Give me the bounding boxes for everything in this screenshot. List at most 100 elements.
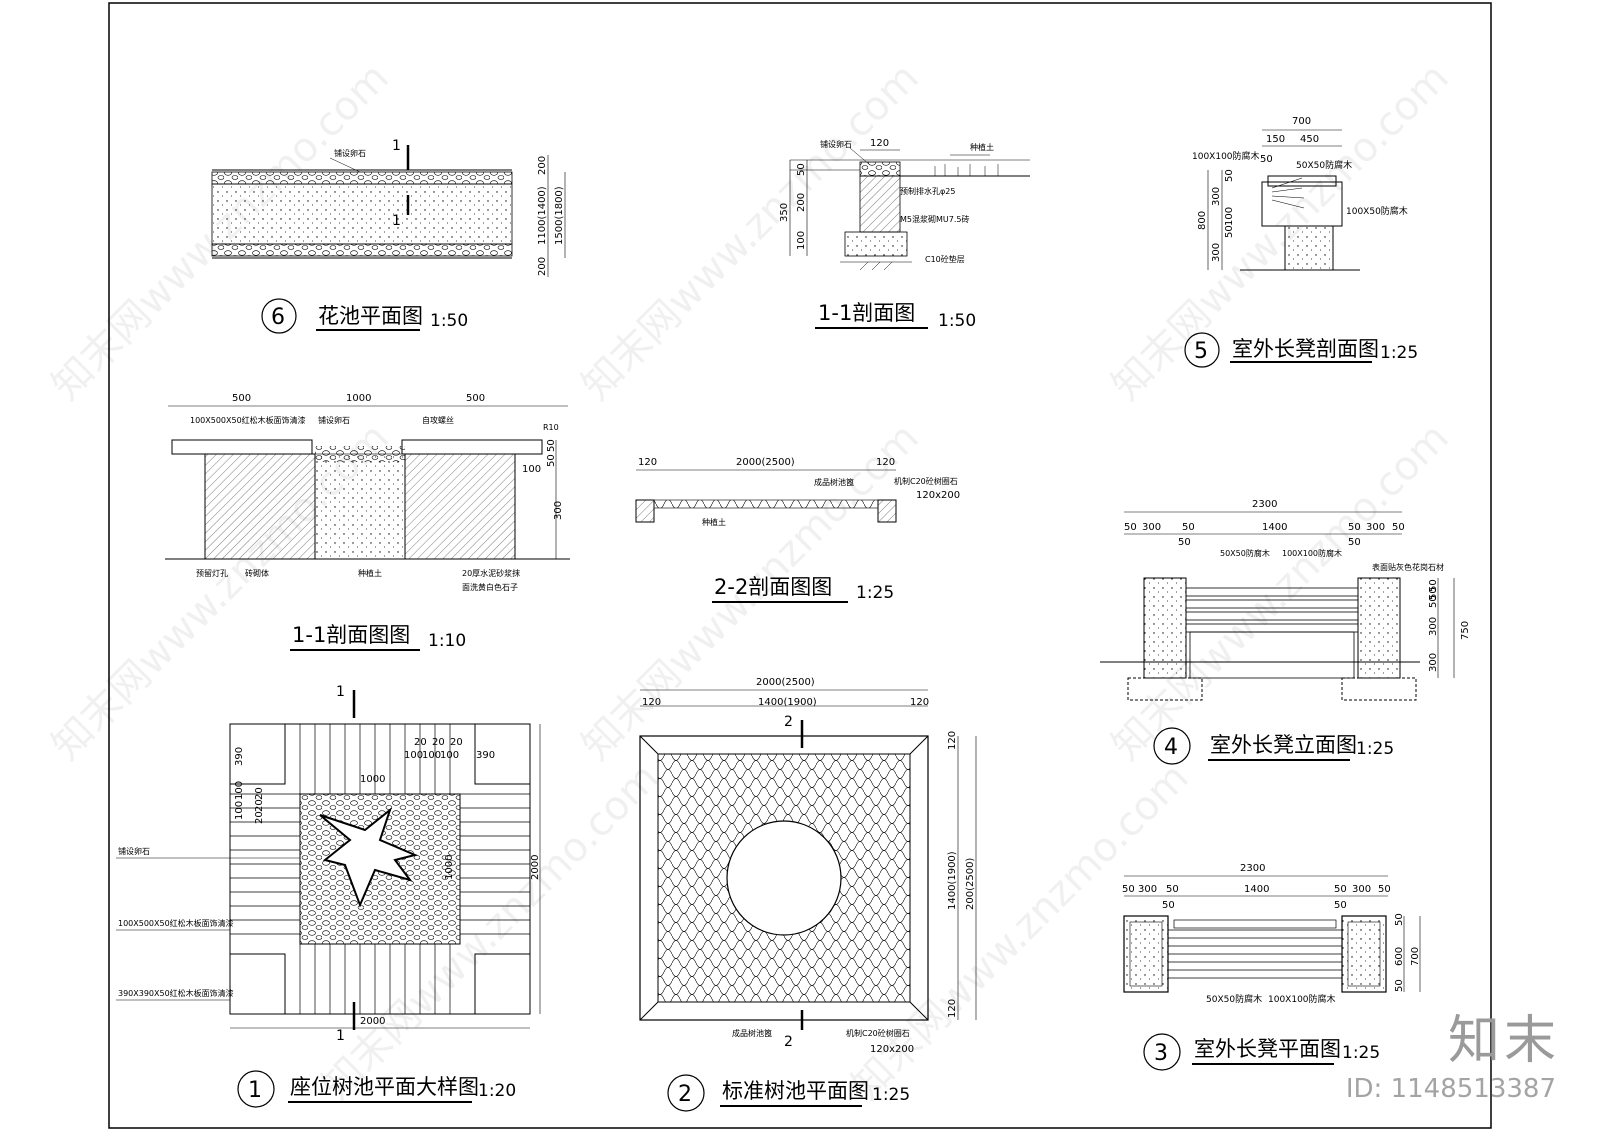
drawing-scale: 1:10 — [428, 631, 466, 651]
dimension: 20 — [432, 737, 445, 748]
annotation: R10 — [543, 423, 559, 432]
drawing-title: 座位树池平面大样图 — [290, 1075, 479, 1099]
dimension: 20 — [254, 811, 265, 824]
dimension: 390 — [476, 750, 495, 761]
drawing-scale: 1:25 — [1380, 343, 1418, 363]
annotation: 面洗黄白色石子 — [462, 582, 518, 592]
dimension: 100 — [440, 750, 459, 761]
dimension: 50 — [546, 439, 557, 452]
drawing-title: 室外长凳立面图 — [1210, 733, 1357, 757]
annotation: 390X390X50红松木板面饰清漆 — [118, 988, 234, 998]
annotation: 20厚水泥砂浆抹 — [462, 568, 520, 578]
drawing-number: 3 — [1154, 1041, 1168, 1066]
annotation: 120x200 — [870, 1044, 914, 1055]
dimension: 50 — [1182, 522, 1195, 533]
dimension: 120 — [638, 457, 657, 468]
dimension: 300 — [1366, 522, 1385, 533]
drawing-number: 6 — [271, 305, 285, 330]
annotation: 100X100防腐木 — [1268, 993, 1336, 1005]
dimension: 120 — [642, 697, 661, 708]
drawing-title: 花池平面图 — [318, 304, 423, 328]
dimension: 600 — [1394, 947, 1405, 966]
flower-bed-plan: 1 1 铺设卵石 200 1100(1400) 200 1500(1800) 6… — [211, 138, 566, 334]
annotation: 100X50防腐木 — [1346, 205, 1408, 217]
annotation: 机制C20砼树圈石 — [894, 476, 958, 486]
drawing-scale: 1:50 — [430, 311, 468, 331]
annotation: 50X50防腐木 — [1220, 548, 1270, 558]
dimension: 300 — [1138, 884, 1157, 895]
drawing-title: 2-2剖面图图 — [714, 575, 832, 599]
section-mark: 2 — [784, 1034, 793, 1050]
dimension: 50 — [1428, 579, 1439, 592]
dimension: 50 — [1428, 595, 1439, 608]
standard-tree-pit-plan: 2000(2500) 120 1400(1900) 120 2 2 120 14… — [639, 677, 977, 1112]
annotation: 50X50防腐木 — [1296, 159, 1352, 171]
annotation: 铺设卵石 — [820, 139, 852, 149]
section-2-2-tree-grate: 120 2000(2500) 120 成品树池篦 机制C20砼树圈石 120x2… — [635, 457, 960, 603]
dimension: 1000 — [360, 774, 385, 785]
dimension: 500 — [466, 393, 485, 404]
annotation: 机制C20砼树圈石 — [846, 1028, 910, 1038]
dimension: 150 — [1266, 134, 1285, 145]
dimension: 200 — [537, 257, 548, 276]
dimension: 2000(2500) — [736, 457, 795, 468]
annotation: 100X100防腐木 — [1192, 150, 1260, 162]
dimension: 300 — [553, 501, 564, 520]
dimension: 2300 — [1240, 863, 1265, 874]
dimension: 200 — [537, 156, 548, 175]
drawing-number: 5 — [1194, 339, 1208, 364]
annotation: 成品树池篦 — [732, 1028, 772, 1038]
dimension: 700 — [1410, 947, 1421, 966]
dimension: 120 — [876, 457, 895, 468]
section-mark: 1 — [392, 213, 401, 229]
drawing-scale: 1:25 — [872, 1085, 910, 1105]
dimension: 120 — [947, 999, 958, 1018]
dimension: 100 — [404, 750, 423, 761]
dimension: 120 — [947, 731, 958, 750]
dimension: 300 — [1211, 243, 1222, 262]
drawing-title: 室外长凳剖面图 — [1232, 337, 1379, 361]
drawing-number: 1 — [248, 1078, 262, 1103]
annotation: 种植土 — [358, 568, 382, 578]
seat-tree-pit-plan: 1 1 390 20 20 20 100 100 100 390 1000 10… — [116, 684, 541, 1108]
dimension: 50 — [1334, 900, 1347, 911]
drawing-number: 2 — [678, 1082, 692, 1107]
dimension: 50 — [1348, 537, 1361, 548]
annotation: 砖砌体 — [245, 568, 269, 578]
dimension: 50 — [1124, 522, 1137, 533]
annotation: 表面贴灰色花岗石材 — [1372, 562, 1444, 572]
dimension: 50 — [1224, 225, 1235, 238]
dimension: 20 — [450, 737, 463, 748]
annotation: C10砼垫层 — [925, 254, 965, 264]
dimension: 50 — [1224, 169, 1235, 182]
dimension: 300 — [1428, 653, 1439, 672]
dimension: 120 — [910, 697, 929, 708]
dimension: 100 — [234, 801, 245, 820]
dimension: 50 — [1394, 913, 1405, 926]
annotation: 预留灯孔 — [196, 568, 228, 578]
dimension: 200(2500) — [965, 858, 976, 910]
drawing-scale: 1:25 — [1342, 1043, 1380, 1063]
outdoor-bench-plan: 2300 50 300 50 1400 50 300 50 50 50 50 6… — [1122, 863, 1421, 1071]
dimension: 2000 — [530, 855, 541, 880]
annotation: 100X500X50红松木板面饰清漆 — [190, 415, 306, 425]
dimension: 20 — [414, 737, 427, 748]
dimension: 500 — [232, 393, 251, 404]
outdoor-bench-elevation: 2300 50 300 50 1400 50 300 50 50 50 50 5… — [1100, 499, 1471, 765]
dimension: 50 — [1428, 587, 1439, 600]
dimension: 350 — [779, 203, 790, 222]
dimension: 100 — [422, 750, 441, 761]
drawing-scale: 1:25 — [856, 583, 894, 603]
dimension: 1500(1800) — [554, 186, 565, 245]
dimension: 2000(2500) — [756, 677, 815, 688]
sheet-border — [108, 2, 1492, 1129]
annotation: 种植土 — [970, 142, 994, 152]
dimension: 120 — [870, 138, 889, 149]
dimension: 1400 — [1262, 522, 1287, 533]
drawing-scale: 1:20 — [478, 1081, 516, 1101]
dimension: 50 — [1334, 884, 1347, 895]
dimension: 1400(1900) — [758, 697, 817, 708]
dimension: 50 — [1378, 884, 1391, 895]
dimension: 700 — [1292, 116, 1311, 127]
